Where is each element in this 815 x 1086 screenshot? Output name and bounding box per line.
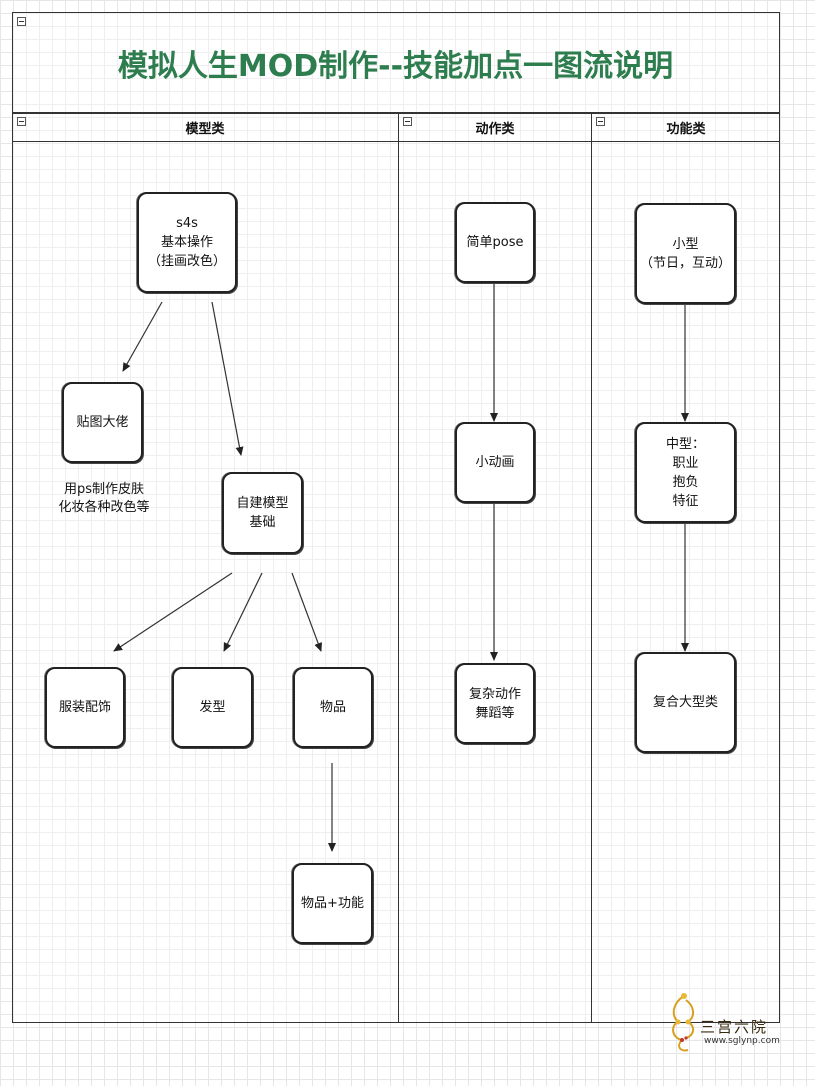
node-medium-func[interactable]: 中型： 职业 抱负 特征 xyxy=(635,422,736,523)
lane-divider-2 xyxy=(591,113,592,1022)
node-complex-anim[interactable]: 复杂动作 舞蹈等 xyxy=(455,663,535,744)
node-simple-pose[interactable]: 简单pose xyxy=(455,202,535,283)
texture-note: 用ps制作皮肤 化妆各种改色等 xyxy=(58,482,150,515)
node-clothing[interactable]: 服装配饰 xyxy=(45,667,125,748)
node-hair[interactable]: 发型 xyxy=(172,667,253,748)
node-object[interactable]: 物品 xyxy=(293,667,373,748)
watermark-text: 三宫六院 xyxy=(700,1018,769,1036)
phoenix-icon xyxy=(672,993,694,1052)
watermark-logo: 三宫六院 www.sglynp.com xyxy=(664,988,794,1058)
node-texture[interactable]: 贴图大佬 xyxy=(62,382,143,463)
collapse-lane-action-icon[interactable] xyxy=(403,117,412,126)
node-small-anim[interactable]: 小动画 xyxy=(455,422,535,503)
node-s4s[interactable]: s4s 基本操作 （挂画改色） xyxy=(137,192,237,293)
collapse-lane-function-icon[interactable] xyxy=(596,117,605,126)
watermark-url: www.sglynp.com xyxy=(704,1036,780,1046)
lane-header-model: 模型类 xyxy=(12,113,398,142)
lane-label-function: 功能类 xyxy=(666,121,706,137)
node-large-func[interactable]: 复合大型类 xyxy=(635,652,736,753)
lane-divider-1 xyxy=(398,113,399,1022)
lane-header-function: 功能类 xyxy=(592,113,780,142)
collapse-lane-model-icon[interactable] xyxy=(17,117,26,126)
node-self-model[interactable]: 自建模型 基础 xyxy=(222,472,303,554)
node-small-func[interactable]: 小型 （节日，互动） xyxy=(635,203,736,304)
lane-label-action: 动作类 xyxy=(475,121,515,137)
page-title: 模拟人生MOD制作--技能加点一图流说明 xyxy=(117,48,674,84)
collapse-title-icon[interactable] xyxy=(17,17,26,26)
lane-header-action: 动作类 xyxy=(399,113,591,142)
node-object-func[interactable]: 物品+功能 xyxy=(292,863,373,944)
title-frame xyxy=(12,12,780,113)
lane-label-model: 模型类 xyxy=(185,121,225,137)
